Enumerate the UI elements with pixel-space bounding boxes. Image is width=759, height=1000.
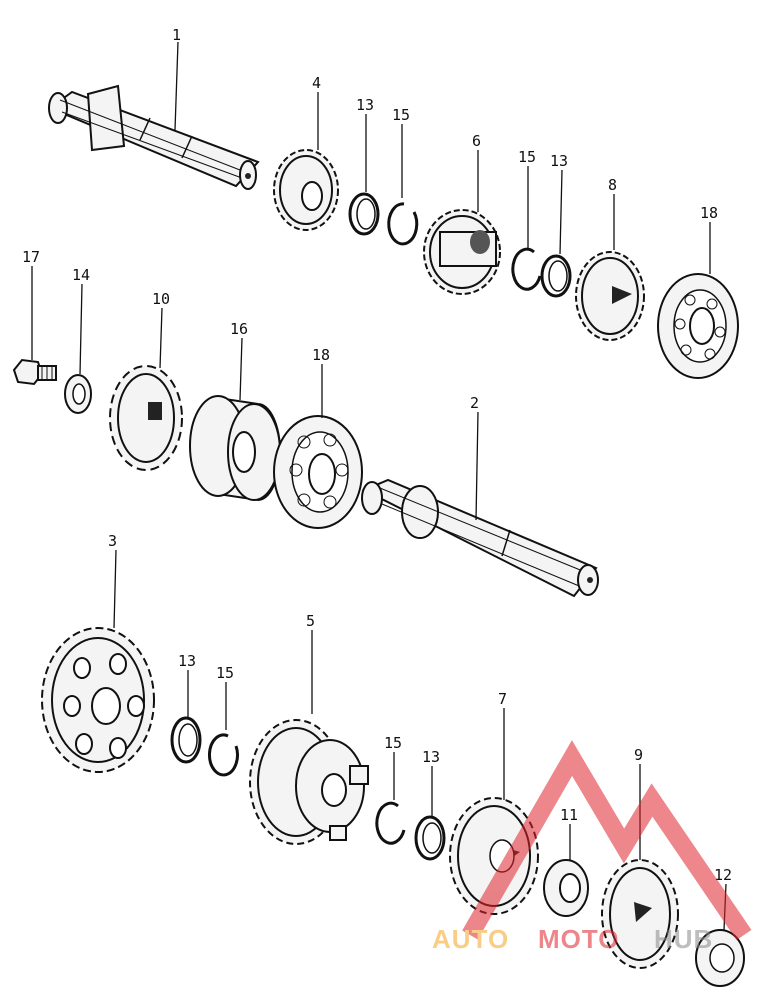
leader-13b xyxy=(559,169,563,255)
callout-4: 4 xyxy=(312,74,321,92)
leader-1 xyxy=(174,41,179,131)
callout-9: 9 xyxy=(634,746,643,764)
callout-10: 10 xyxy=(152,290,170,308)
watermark-triangle-mark xyxy=(462,740,752,941)
part-3-large-gear xyxy=(41,627,155,773)
callout-18b: 18 xyxy=(312,346,330,364)
leader-3 xyxy=(113,549,117,629)
part-14-washer xyxy=(64,374,92,414)
callout-6: 6 xyxy=(472,132,481,150)
part-2-countershaft xyxy=(361,478,599,598)
callout-18a: 18 xyxy=(700,204,718,222)
part-13-bushing-b xyxy=(540,254,572,298)
part-15-circlip-d xyxy=(375,801,406,845)
part-11-collar xyxy=(543,859,589,917)
part-15-circlip-a xyxy=(387,202,419,246)
leader-16 xyxy=(239,337,243,401)
part-10-drive-sprocket xyxy=(109,365,183,471)
callout-7: 7 xyxy=(498,690,507,708)
callout-5: 5 xyxy=(306,612,315,630)
callout-13c: 13 xyxy=(178,652,196,670)
callout-15c: 15 xyxy=(216,664,234,682)
part-6-gear xyxy=(423,209,501,295)
part-4-gear xyxy=(273,149,339,231)
part-1-main-shaft xyxy=(47,84,260,190)
callout-1: 1 xyxy=(172,26,181,44)
part-18-ball-bearing-a xyxy=(657,273,739,379)
callout-8: 8 xyxy=(608,176,617,194)
callout-16: 16 xyxy=(230,320,248,338)
part-13-bushing-c xyxy=(170,716,202,764)
part-9-gear xyxy=(601,859,679,969)
callout-12: 12 xyxy=(714,866,732,884)
callout-3: 3 xyxy=(108,532,117,550)
part-16-collar xyxy=(189,395,281,502)
callout-13d: 13 xyxy=(422,748,440,766)
leader-2 xyxy=(475,411,479,521)
part-13-bushing-a xyxy=(348,192,380,236)
leader-10 xyxy=(159,307,163,369)
part-12-washer xyxy=(695,929,745,987)
callout-17: 17 xyxy=(22,248,40,266)
automotohub-watermark: AUTO MOTO HUB xyxy=(432,740,752,954)
callout-15b: 15 xyxy=(518,148,536,166)
callout-13a: 13 xyxy=(356,96,374,114)
part-8-gear xyxy=(575,251,645,341)
part-15-circlip-c xyxy=(208,733,239,777)
part-18-ball-bearing-b xyxy=(273,415,363,529)
callout-13b: 13 xyxy=(550,152,568,170)
part-15-circlip-b xyxy=(511,247,542,291)
part-13-bushing-d xyxy=(414,815,446,861)
watermark-text-hub: HUB xyxy=(654,924,713,954)
callout-15d: 15 xyxy=(384,734,402,752)
leader-14 xyxy=(79,283,83,375)
callout-15a: 15 xyxy=(392,106,410,124)
watermark-text-auto: AUTO xyxy=(432,924,509,954)
callout-2: 2 xyxy=(470,394,479,412)
callout-11: 11 xyxy=(560,806,578,824)
callout-14: 14 xyxy=(72,266,90,284)
part-5-gear xyxy=(249,719,369,845)
watermark-text-moto: MOTO xyxy=(538,924,620,954)
part-17-bolt xyxy=(12,358,57,386)
